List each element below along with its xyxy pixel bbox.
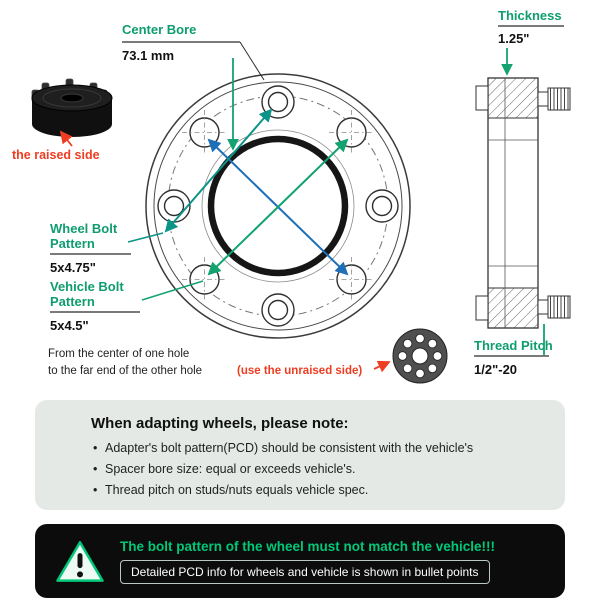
vehicle-bolt-leader bbox=[141, 280, 204, 301]
vehicle-bolt-pattern-label-2: Pattern bbox=[50, 294, 95, 309]
note-bullet-3: Thread pitch on studs/nuts equals vehicl… bbox=[91, 483, 541, 497]
wheel-bolt-pattern-label-2: Pattern bbox=[50, 236, 95, 251]
thickness-value: 1.25" bbox=[498, 31, 529, 46]
wheel-bolt-pattern-label-1: Wheel Bolt bbox=[50, 221, 118, 236]
spacer-diagram-canvas: Center Bore 73.1 mm bbox=[12, 8, 571, 384]
vehicle-bolt-pattern-label-1: Vehicle Bolt bbox=[50, 279, 124, 294]
warning-headline: The bolt pattern of the wheel must not m… bbox=[120, 538, 496, 554]
note-title: When adapting wheels, please note: bbox=[91, 415, 349, 432]
wheel-bolt-leader bbox=[127, 232, 164, 243]
thread-pitch-value: 1/2"-20 bbox=[474, 362, 517, 377]
bolt-head-bottom bbox=[475, 295, 489, 321]
warning-texts: The bolt pattern of the wheel must not m… bbox=[120, 539, 495, 584]
thread-pitch-label: Thread Pitch bbox=[474, 338, 553, 353]
unraised-side-view bbox=[392, 328, 448, 384]
warning-panel: The bolt pattern of the wheel must not m… bbox=[35, 524, 565, 598]
stud-thread-bottom bbox=[547, 295, 571, 319]
raised-side-label: the raised side bbox=[12, 148, 100, 162]
raised-side-arrow bbox=[59, 130, 73, 147]
measure-note-line1: From the center of one hole bbox=[48, 348, 189, 360]
center-bore-leader bbox=[239, 41, 265, 81]
wheel-bolt-pattern-value: 5x4.75" bbox=[50, 260, 96, 275]
warning-detail: Detailed PCD info for wheels and vehicle… bbox=[120, 559, 490, 584]
diagram-section: Center Bore 73.1 mm bbox=[12, 8, 571, 384]
note-bullet-2: Spacer bore size: equal or exceeds vehic… bbox=[91, 462, 541, 476]
adapting-notes-panel: When adapting wheels, please note: Adapt… bbox=[35, 400, 565, 510]
vehicle-bolt-pattern-value: 5x4.5" bbox=[50, 318, 89, 333]
measure-note-arrow-icon bbox=[373, 360, 391, 373]
stud-thread-top bbox=[547, 87, 571, 111]
spacer-product-image bbox=[31, 78, 113, 137]
measure-note-line2: to the far end of the other hole bbox=[48, 365, 202, 377]
center-bore-value: 73.1 mm bbox=[122, 48, 174, 63]
pcd-measure-arrow bbox=[164, 108, 273, 233]
center-bore-label: Center Bore bbox=[122, 22, 196, 37]
note-bullet-1: Adapter's bolt pattern(PCD) should be co… bbox=[91, 441, 541, 455]
measure-note-highlight: (use the unraised side) bbox=[237, 365, 362, 377]
thickness-label: Thickness bbox=[498, 8, 562, 23]
bolt-head-top bbox=[475, 85, 489, 111]
side-section-view bbox=[475, 77, 571, 329]
vehicle-pattern-arrow bbox=[207, 138, 349, 276]
warning-triangle-icon bbox=[56, 540, 104, 582]
